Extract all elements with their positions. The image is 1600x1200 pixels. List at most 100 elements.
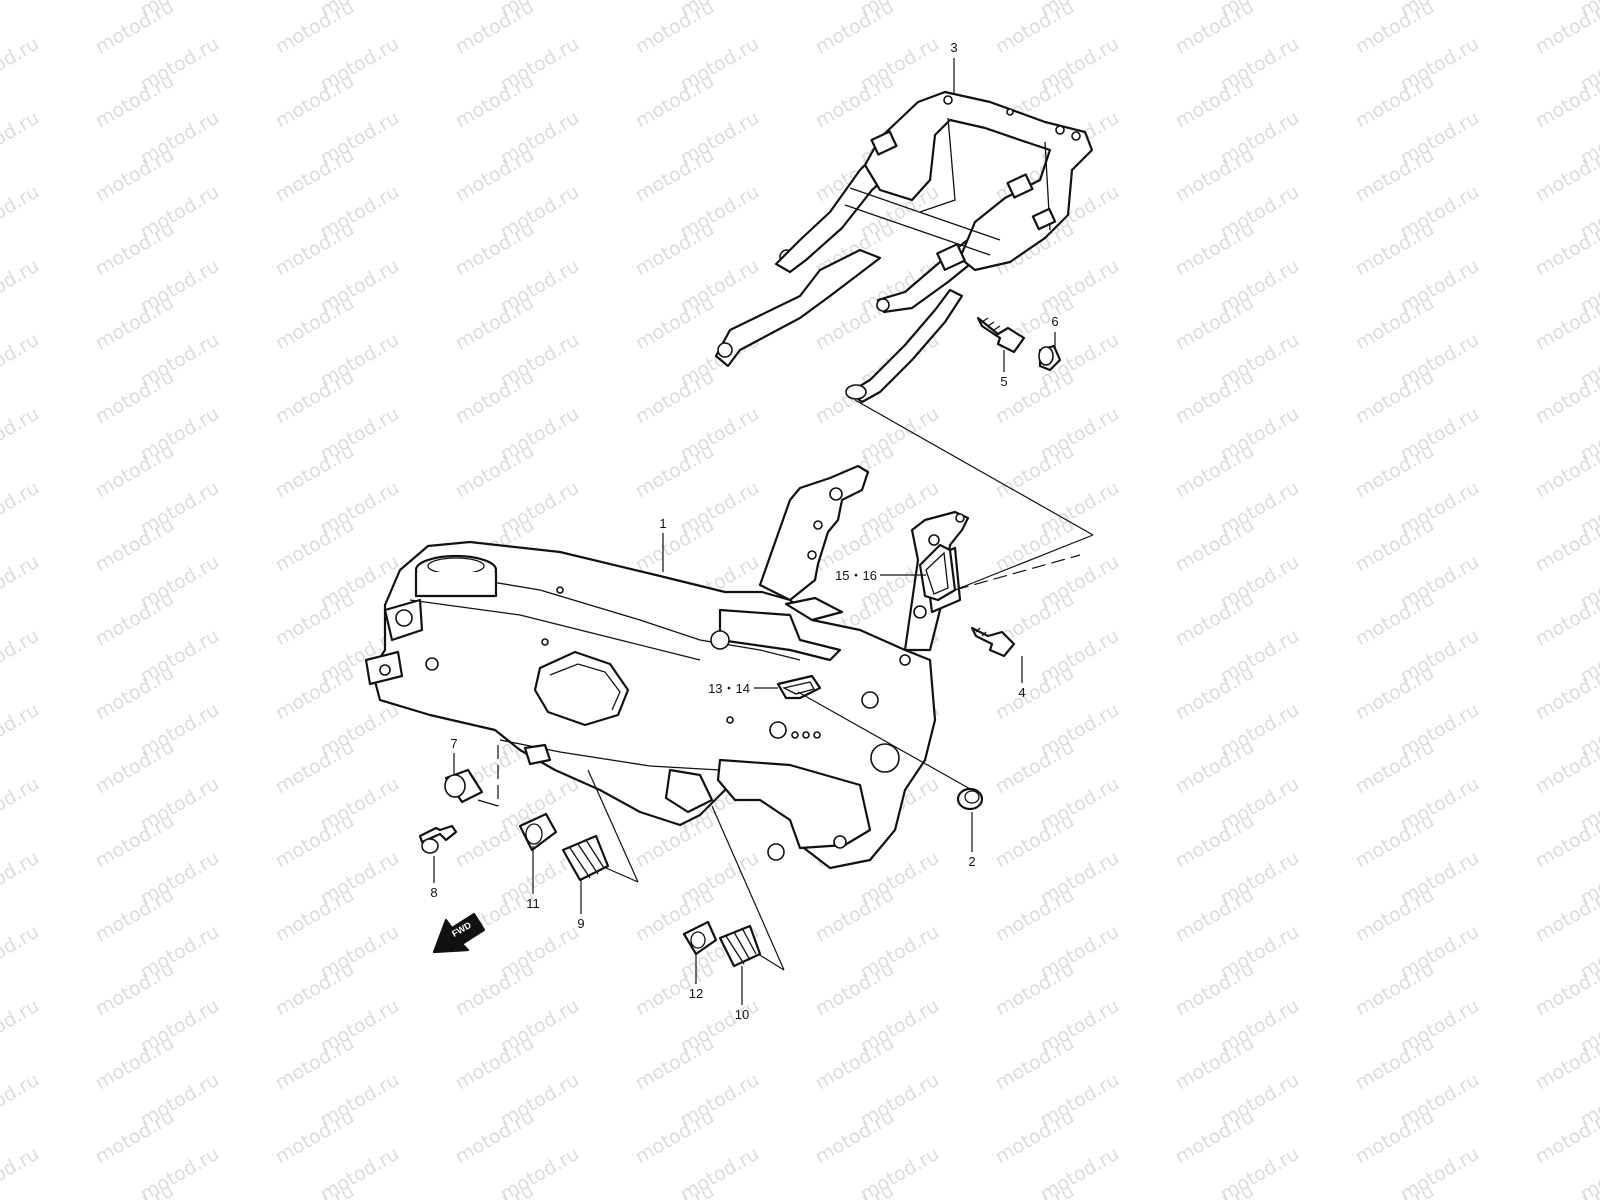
watermark-text: motod.ru <box>272 514 358 577</box>
watermark-text: motod.ru <box>0 107 43 170</box>
watermark-text: motod.ru <box>0 1143 43 1200</box>
watermark-text: motod.ru <box>272 1180 358 1200</box>
watermark-text: motod.ru <box>1352 810 1438 873</box>
watermark-text: motod.ru <box>452 292 538 355</box>
watermark-text: motod.ru <box>272 1106 358 1169</box>
watermark-text: motod.ru <box>1352 736 1438 799</box>
bolt-5 <box>976 316 1026 354</box>
watermark-text: motod.ru <box>92 218 178 281</box>
watermark-text: motod.ru <box>272 810 358 873</box>
watermark-text: motod.ru <box>92 0 178 58</box>
watermark-text: motod.ru <box>992 810 1078 873</box>
watermark-text: motod.ru <box>1352 1180 1438 1200</box>
watermark-text: motod.ru <box>812 70 898 133</box>
watermark-text: motod.ru <box>452 1180 538 1200</box>
watermark-text: motod.ru <box>1352 70 1438 133</box>
watermark-text: motod.ru <box>632 440 718 503</box>
watermark-text: motod.ru <box>0 33 43 96</box>
watermark-text: motod.ru <box>1172 0 1258 58</box>
callout-5: 5 <box>1000 374 1007 389</box>
watermark-text: motod.ru <box>272 662 358 725</box>
nut-11 <box>518 812 558 852</box>
adjuster-10 <box>718 924 762 968</box>
callouts: 3 6 5 1 15・16 13・14 4 7 2 8 11 9 12 10 <box>430 40 1058 1022</box>
watermark-text: motod.ru <box>92 514 178 577</box>
watermark-text: motod.ru <box>812 1180 898 1200</box>
watermark-text: motod.ru <box>1532 1106 1600 1169</box>
watermark-text: motod.ru <box>452 70 538 133</box>
watermark-text: motod.ru <box>0 699 43 762</box>
watermark-text: motod.ru <box>1532 1032 1600 1095</box>
watermark-text: motod.ru <box>0 181 43 244</box>
watermark-text: motod.ru <box>992 958 1078 1021</box>
watermark-text: motod.ru <box>992 1106 1078 1169</box>
seat-rail <box>714 90 1094 404</box>
adjuster-9 <box>561 834 610 882</box>
watermark-text: motod.ru <box>1172 736 1258 799</box>
callout-8: 8 <box>430 885 437 900</box>
watermark-text: motod.ru <box>452 218 538 281</box>
callout-11: 11 <box>526 896 540 911</box>
watermark-text: motod.ru <box>812 958 898 1021</box>
callout-2: 2 <box>968 854 975 869</box>
watermark-text: motod.ru <box>272 292 358 355</box>
callout-13-14: 13・14 <box>708 681 750 696</box>
watermark-text: motod.ru <box>1532 884 1600 947</box>
watermark-text: motod.ru <box>1352 366 1438 429</box>
watermark-text: motod.ru <box>92 662 178 725</box>
watermark-text: motod.ru <box>272 0 358 58</box>
watermark-text: motod.ru <box>0 0 43 21</box>
watermark-text: motod.ru <box>812 1032 898 1095</box>
bolt-4 <box>970 626 1016 658</box>
watermark-text: motod.ru <box>1352 884 1438 947</box>
watermark-text: motod.ru <box>1532 662 1600 725</box>
watermark-text: motod.ru <box>1532 440 1600 503</box>
watermark-text: motod.ru <box>272 588 358 651</box>
watermark-text: motod.ru <box>1352 144 1438 207</box>
watermark-text: motod.ru <box>1532 292 1600 355</box>
watermark-text: motod.ru <box>272 1032 358 1095</box>
watermark-text: motod.ru <box>272 144 358 207</box>
watermark-text: motod.ru <box>452 958 538 1021</box>
cap-2 <box>956 787 984 811</box>
watermark-text: motod.ru <box>632 144 718 207</box>
watermark-text: motod.ru <box>632 1180 718 1200</box>
watermark-text: motod.ru <box>632 0 718 58</box>
watermark-text: motod.ru <box>992 440 1078 503</box>
watermark-text: motod.ru <box>92 366 178 429</box>
reflector-13-14 <box>776 674 822 700</box>
watermark-text: motod.ru <box>452 144 538 207</box>
watermark-text: motod.ru <box>1532 0 1600 58</box>
watermark-text: motod.ru <box>1352 514 1438 577</box>
watermark-text: motod.ru <box>1352 1106 1438 1169</box>
watermark-text: motod.ru <box>92 440 178 503</box>
watermark-text: motod.ru <box>0 773 43 836</box>
callout-1: 1 <box>659 516 666 531</box>
callout-7: 7 <box>450 736 457 751</box>
watermark-text: motod.ru <box>632 958 718 1021</box>
watermark-text: motod.ru <box>92 588 178 651</box>
watermark-text: motod.ru <box>812 0 898 58</box>
watermark-text: motod.ru <box>812 1106 898 1169</box>
watermark-text: motod.ru <box>1352 218 1438 281</box>
watermark-text: motod.ru <box>92 736 178 799</box>
leader-lines <box>433 58 1094 1005</box>
watermark-text: motod.ru <box>92 884 178 947</box>
watermark-text: motod.ru <box>92 144 178 207</box>
watermark-text: motod.ru <box>272 440 358 503</box>
watermark-text: motod.ru <box>452 366 538 429</box>
nut-12 <box>682 920 718 956</box>
watermark-text: motod.ru <box>632 70 718 133</box>
watermark-text: motod.ru <box>1172 218 1258 281</box>
watermark-text: motod.ru <box>1172 366 1258 429</box>
watermark-text: motod.ru <box>1172 1032 1258 1095</box>
watermark-text: motod.ru <box>92 1180 178 1200</box>
watermark-text: motod.ru <box>632 292 718 355</box>
watermark-text: motod.ru <box>992 514 1078 577</box>
watermark-text: motod.ru <box>1532 366 1600 429</box>
watermark-text: motod.ru <box>1172 958 1258 1021</box>
watermark-text: motod.ru <box>1172 144 1258 207</box>
watermark-text: motod.ru <box>92 810 178 873</box>
watermark-text: motod.ru <box>0 921 43 984</box>
